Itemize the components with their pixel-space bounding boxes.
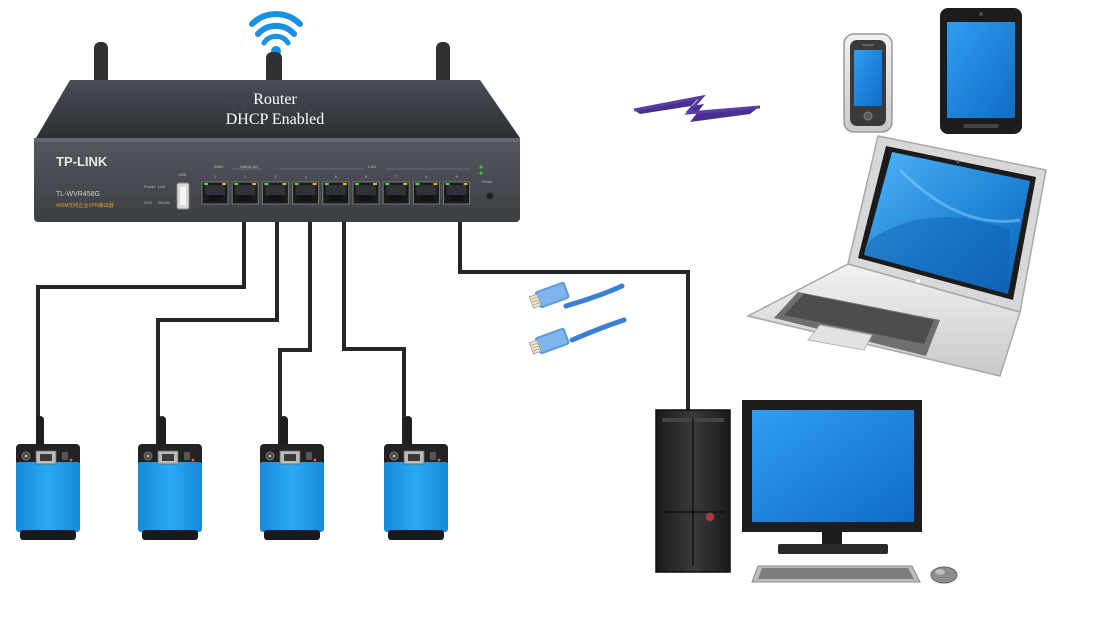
router-ethernet-port-9[interactable]: 9: [443, 174, 471, 205]
router-antenna-center: [266, 52, 282, 88]
port-group-wanlan-label: WAN/LAN: [240, 164, 258, 169]
keyboard-icon: [751, 565, 921, 583]
svg-text:WLAN: WLAN: [158, 200, 170, 205]
port-number-label: 5: [335, 174, 338, 179]
smartphone-icon: [843, 33, 893, 133]
router-usb-label: USB: [178, 172, 187, 177]
svg-text:SYS: SYS: [144, 200, 152, 205]
monitor-icon: [742, 400, 922, 554]
port-number-label: 1: [214, 174, 217, 179]
svg-text:TP-LINK: TP-LINK: [227, 92, 314, 117]
router-ethernet-port-7[interactable]: 7: [382, 174, 410, 205]
port-number-label: 3: [274, 174, 277, 179]
router: TP-LINK TP-LINK TL-WVR458G 450M无线企业VPN路由…: [34, 42, 520, 222]
cable-desktop: [458, 222, 690, 410]
router-top: [36, 80, 520, 138]
router-ethernet-port-4[interactable]: 4: [292, 174, 320, 205]
svg-text:Power: Power: [144, 184, 156, 189]
router-antenna-left: [94, 42, 108, 88]
router-port-row: 1 2 3 4 5 6 7 8 9: [201, 174, 471, 205]
mouse-icon: [930, 566, 958, 584]
router-antenna-right: [436, 42, 450, 88]
port-group-lan-label: LAN: [368, 164, 376, 169]
cable-camera-3: [278, 222, 312, 450]
router-ethernet-port-3[interactable]: 3: [261, 174, 289, 205]
router-ethernet-port-8[interactable]: 8: [412, 174, 440, 205]
port-number-label: 4: [304, 174, 307, 179]
wireless-link-icon: [633, 94, 761, 122]
router-reset-label: Reset: [482, 179, 493, 184]
laptop-icon: [745, 135, 1047, 377]
port-group-wan-label: WAN: [214, 164, 223, 169]
camera-3-icon: [260, 416, 324, 540]
port-number-label: 6: [365, 174, 368, 179]
router-ethernet-port-2[interactable]: 2: [231, 174, 259, 205]
router-caption-line2: DHCP Enabled: [225, 111, 325, 128]
router-ethernet-port-5[interactable]: 5: [322, 174, 350, 205]
router-caption-line1: Router: [253, 91, 297, 108]
router-ethernet-port-1[interactable]: 1: [201, 174, 229, 205]
camera-group: [16, 416, 448, 540]
cable-camera-4: [342, 222, 406, 450]
port-number-label: 7: [395, 174, 398, 179]
camera-2-icon: [138, 416, 202, 540]
tablet-icon: [940, 8, 1022, 134]
cable-camera-2: [156, 222, 279, 450]
router-front-panel: [34, 138, 520, 222]
router-ethernet-port-6[interactable]: 6: [352, 174, 380, 205]
camera-4-icon: [384, 416, 448, 540]
port-number-label: 8: [425, 174, 428, 179]
router-model: TL-WVR458G: [56, 191, 100, 198]
ethernet-cable-icon: [528, 281, 627, 355]
router-brand: TP-LINK: [56, 154, 108, 169]
port-number-label: 9: [455, 174, 458, 179]
router-reset-button[interactable]: [486, 192, 494, 200]
svg-text:Link: Link: [158, 184, 165, 189]
router-caption: Router DHCP Enabled: [190, 90, 360, 130]
network-cables: [36, 222, 690, 450]
wifi-signal-icon: [249, 11, 303, 56]
router-subtitle: 450M无线企业VPN路由器: [56, 202, 114, 209]
desktop-tower-icon: [655, 409, 731, 573]
router-led-block: Power Link SYS WLAN: [144, 184, 170, 205]
port-number-label: 2: [244, 174, 247, 179]
camera-1-icon: [16, 416, 80, 540]
cable-camera-1: [36, 222, 246, 450]
